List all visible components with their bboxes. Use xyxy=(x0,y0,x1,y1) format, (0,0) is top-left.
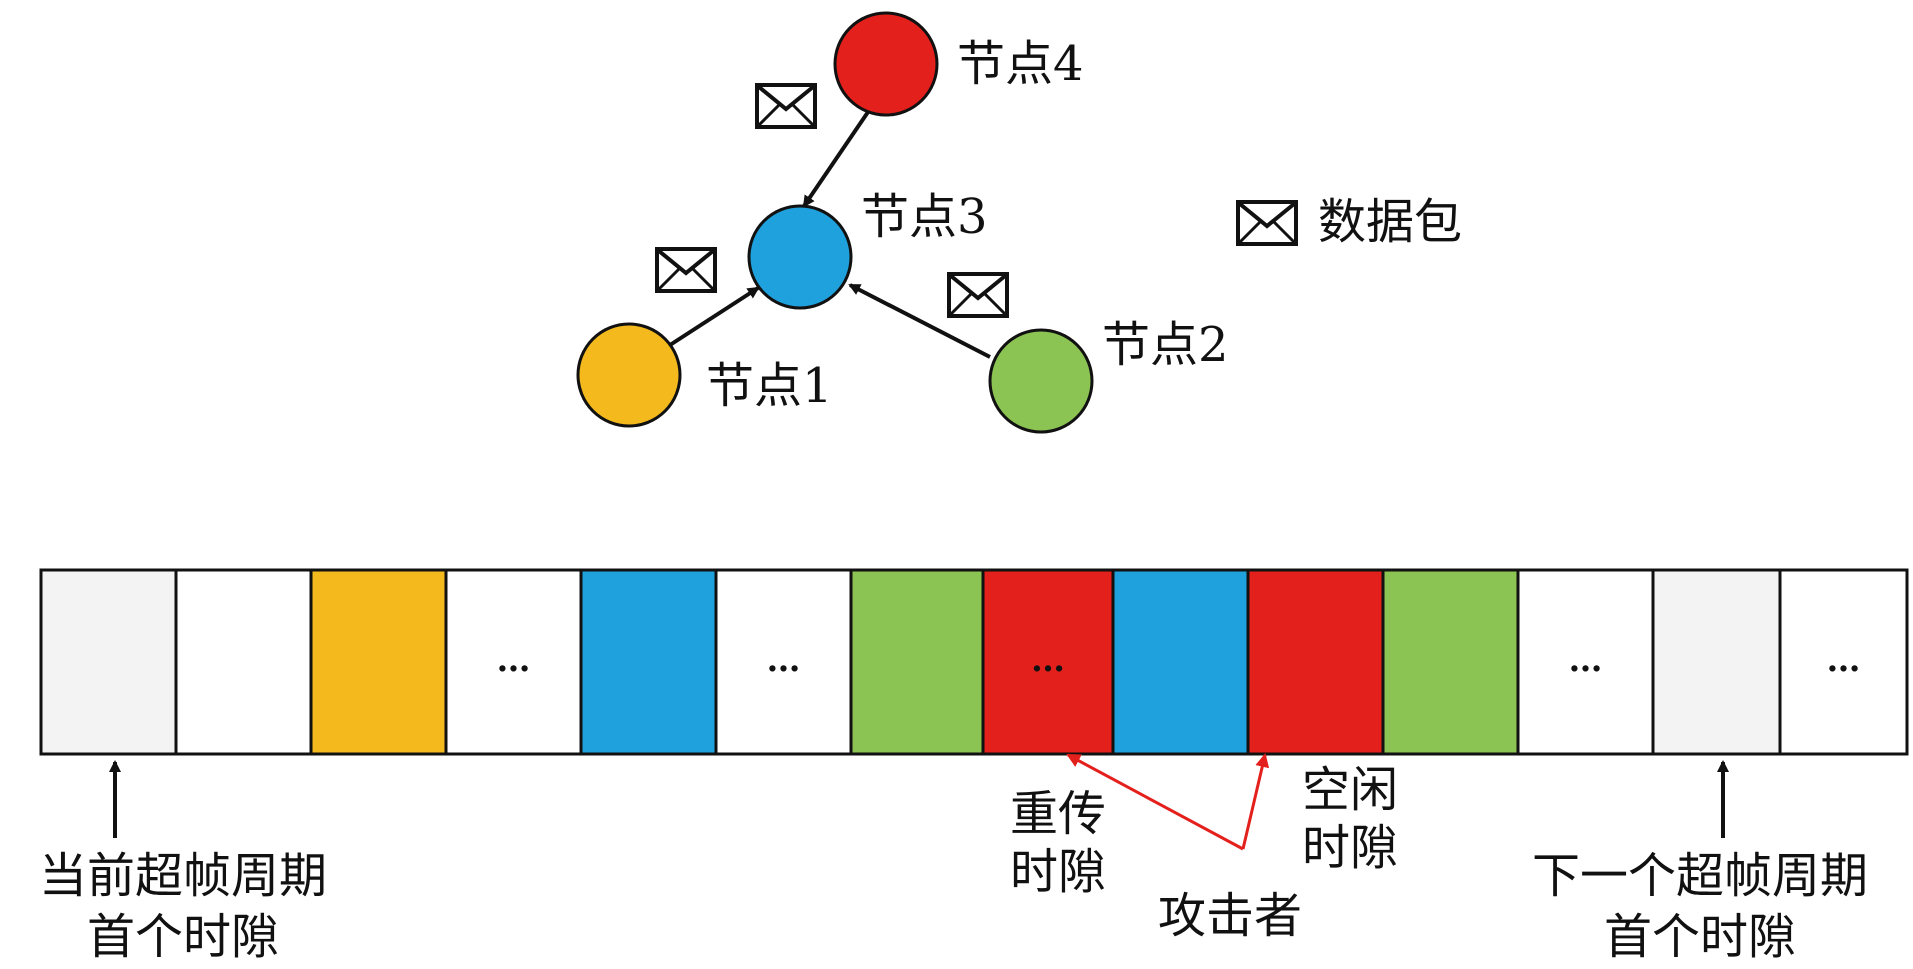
attacker-arrow-retransmit xyxy=(1066,753,1244,851)
retransmit-slot-line1: 重传 xyxy=(1010,786,1106,842)
time-slot xyxy=(849,568,985,756)
timeslot-bar: … … … … … xyxy=(39,568,1909,756)
time-slot xyxy=(1111,568,1250,756)
time-slot-ellipsis: … xyxy=(497,640,531,680)
time-slot xyxy=(39,568,178,756)
time-slot xyxy=(579,568,718,756)
node-4-label: 节点4 xyxy=(957,36,1084,92)
envelope-icon xyxy=(947,272,1009,318)
time-slot xyxy=(714,568,853,756)
node-1 xyxy=(576,322,682,428)
node-2 xyxy=(988,328,1094,434)
time-slot xyxy=(174,568,313,756)
node-3-label: 节点3 xyxy=(861,189,988,245)
time-slot xyxy=(444,568,583,756)
idle-slot-line1: 空闲 xyxy=(1302,762,1398,818)
time-slot xyxy=(981,568,1115,756)
envelope-icon xyxy=(655,247,717,293)
node-3 xyxy=(747,204,853,310)
time-slot xyxy=(1246,568,1385,756)
next-first-slot-line1: 下一个超帧周期 xyxy=(1532,848,1868,904)
attacker-arrow-idle xyxy=(1241,753,1270,850)
time-slot-ellipsis: … xyxy=(1031,640,1065,680)
legend-packet-label: 数据包 xyxy=(1318,194,1462,250)
time-slot xyxy=(1778,568,1909,756)
time-slot xyxy=(1516,568,1655,756)
node-4 xyxy=(833,11,939,117)
time-slot xyxy=(1651,568,1782,756)
attacker-label: 攻击者 xyxy=(1158,888,1302,944)
node-1-label: 节点1 xyxy=(706,358,833,414)
next-first-slot-line2: 首个时隙 xyxy=(1604,909,1796,965)
node-2-label: 节点2 xyxy=(1102,317,1229,373)
time-slot xyxy=(309,568,448,756)
time-slot-ellipsis: … xyxy=(767,640,801,680)
time-slot xyxy=(1381,568,1520,756)
envelope-icon xyxy=(755,83,817,129)
idle-slot-line2: 时隙 xyxy=(1302,820,1398,876)
current-first-slot-line2: 首个时隙 xyxy=(87,909,279,965)
time-slot-ellipsis: … xyxy=(1569,640,1603,680)
edge-node1-to-node3 xyxy=(668,286,760,347)
current-first-slot-line1: 当前超帧周期 xyxy=(39,848,327,904)
topology: 节点4 节点3 节点1 节点2 数据包 xyxy=(576,11,1462,434)
envelope-icon xyxy=(1236,200,1298,246)
edge-node2-to-node3 xyxy=(848,283,991,359)
time-slot-ellipsis: … xyxy=(1827,640,1861,680)
retransmit-slot-line2: 时隙 xyxy=(1010,844,1106,900)
edge-node4-to-node3 xyxy=(802,110,870,208)
